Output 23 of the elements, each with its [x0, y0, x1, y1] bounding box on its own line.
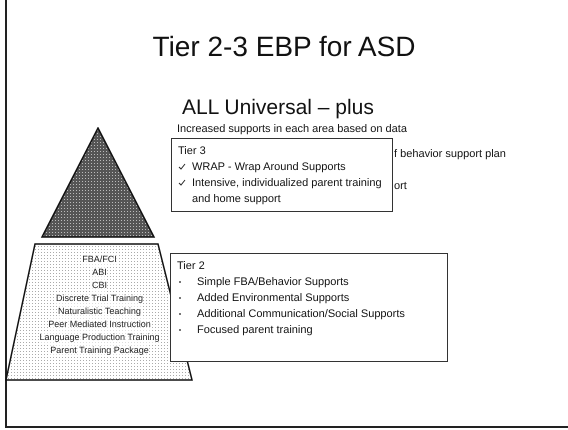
slide-title: Tier 2-3 EBP for ASD — [152, 30, 416, 64]
body-text: f behavior support plan — [394, 147, 506, 162]
tier-box — [171, 138, 393, 212]
practice-text: ABI — [92, 266, 107, 279]
tier-heading: Tier 2 — [177, 259, 206, 274]
support-item: Additional Communication/Social Supports — [196, 307, 405, 322]
support-item: Intensive, individualized parent training and home support — [192, 176, 383, 207]
subheading: ALL Universal – plus — [182, 95, 374, 121]
practice-text: Naturalistic Teaching — [58, 305, 141, 318]
practice-text: CBI — [92, 279, 107, 292]
body-text: ort — [394, 179, 407, 194]
support-item: Added Environmental Supports — [196, 291, 350, 306]
support-item: Focused parent training — [196, 323, 313, 338]
tier-box — [170, 253, 448, 362]
practice-text: FBA/FCI — [82, 253, 117, 266]
support-item: Simple FBA/Behavior Supports — [196, 275, 349, 290]
support-item: WRAP - Wrap Around Supports — [192, 160, 346, 175]
practice-text: Peer Mediated Instruction — [48, 318, 151, 331]
body-text: Increased supports in each area based on data — [177, 123, 407, 136]
practice-text: Discrete Trial Training — [56, 292, 144, 305]
practice-text: Language Production Training — [39, 331, 160, 344]
practice-text: Parent Training Package — [50, 344, 149, 357]
tier-heading: Tier 3 — [178, 144, 207, 159]
